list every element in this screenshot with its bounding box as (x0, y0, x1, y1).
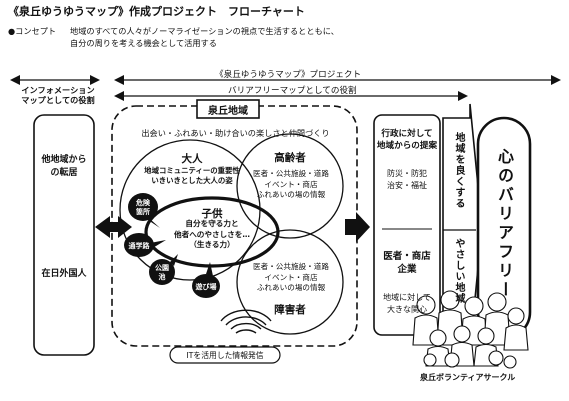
arrow-label-lower: やさしい地域 (453, 238, 464, 304)
doc-line-3: 地域に対して (383, 293, 431, 302)
foreign-residents: 在日外国人 (41, 269, 87, 279)
right-box (373, 114, 441, 336)
elderly-line-2: イベント・商店 (264, 179, 318, 189)
disabled-circle (236, 229, 344, 335)
bubble-play (192, 274, 220, 298)
bubble-play-label: 遊び場 (195, 283, 217, 291)
area-label-box (196, 99, 260, 119)
signal-icon (220, 309, 272, 334)
elderly-line-1: 医者・公共施設・道路 (253, 169, 329, 178)
big-arrow-area-right (345, 212, 370, 242)
children-oval (144, 196, 280, 268)
bubble-park-line-2: 池 (158, 272, 166, 281)
doc-line-2: 企業 (397, 264, 417, 275)
disabled-desc: 医者・公共施設・道路 イベント・商店 ふれあいの場の情報 (245, 262, 337, 294)
arrow-label-upper: 地域を良くする (453, 132, 464, 209)
disabled-line-1: 医者・公共施設・道路 (253, 262, 329, 271)
bubble-danger-line-1: 危険 (136, 199, 150, 207)
big-arrow-left-area (95, 216, 132, 238)
left-box (33, 114, 95, 356)
doc-line-1: 医者・商店 (383, 251, 431, 262)
gov-proposal: 行政に対して 地域からの提案 (374, 128, 440, 152)
elderly-line-3: ふれあいの場の情報 (256, 190, 326, 199)
concept-line-1: 地域のすべての人々がノーマライゼーションの視点で生活するとともに、 (70, 26, 339, 36)
doctors-shops: 医者・商店 企業 (374, 250, 440, 276)
info-map-role: インフォメーション マップとしての役割 (18, 85, 98, 105)
barrier-free-arrow-right (458, 91, 468, 101)
from-other-line-2: の転居 (50, 168, 78, 178)
gov-line-1: 行政に対して (381, 129, 433, 139)
adults-line-2: いきいきとした大人の姿 (151, 176, 233, 185)
children-desc: 自分を守る力と 他者へのやさしさを… （生きる力） (160, 219, 264, 251)
concept-label: ●コンセプト (8, 26, 57, 36)
info-map-role-line-1: インフォメーション (21, 85, 95, 95)
disabled-line-2: イベント・商店 (264, 272, 318, 282)
gov-line-2: 地域からの提案 (376, 141, 438, 151)
area-motto: 出会い・ふれあい・助け合いの楽しさと仲間づくり (141, 128, 330, 138)
bubble-park (149, 259, 175, 285)
adults-desc: 地域コミュニティーの重要性 いきいきとした大人の姿 (138, 166, 246, 186)
doc-line-4: 大きな関心 (387, 305, 427, 314)
children-line-3: （生きる力） (189, 240, 235, 249)
page-title: 《泉丘ゆうゆうマップ》作成プロジェクト フローチャート (8, 5, 305, 18)
concept: ●コンセプト 地域のすべての人々がノーマライゼーションの視点で生活するとともに、自… (8, 25, 339, 49)
from-other-line-1: 他地域から (41, 155, 87, 165)
it-label: ITを活用した情報発信 (186, 351, 264, 360)
elderly-circle (236, 133, 344, 239)
elderly-desc: 医者・公共施設・道路 イベント・商店 ふれあいの場の情報 (245, 169, 337, 201)
bubble-park-label: 公園 池 (149, 264, 175, 281)
barrier-free-arrow-left (114, 91, 124, 101)
gov-line-3: 防災・防犯 (387, 169, 427, 178)
from-other-region: 他地域から の転居 (34, 154, 94, 180)
project-header: 《泉丘ゆうゆうマップ》プロジェクト (215, 70, 362, 80)
info-map-arrow-left (10, 75, 20, 85)
bubble-school-road-label: 通学路 (128, 242, 150, 250)
bubble-danger-line-2: 箇所 (136, 207, 150, 216)
bubble-danger (128, 193, 158, 221)
info-map-role-line-2: マップとしての役割 (21, 95, 95, 105)
children-title: 子供 (201, 208, 223, 220)
info-map-arrow-right (90, 75, 100, 85)
gov-line-4: 治安・福祉 (387, 181, 427, 190)
children-line-1: 自分を守る力と (185, 219, 239, 228)
concept-line-2: 自分の周りを考える機会として活用する (70, 38, 217, 48)
elderly-title: 高齢者 (274, 152, 306, 164)
barrier-free-header: バリアフリーマップとしての役割 (228, 86, 357, 96)
disabled-title: 障害者 (274, 304, 306, 316)
result-label: 心のバリアフリー (495, 148, 514, 300)
project-span-arrow-right (551, 75, 561, 85)
children-line-2: 他者へのやさしさを… (174, 229, 250, 239)
adults-title: 大人 (181, 153, 203, 165)
bubble-school-road (124, 233, 154, 257)
bubble-park-line-1: 公園 (155, 264, 169, 272)
volunteers-illustration (412, 290, 529, 369)
gov-topics: 防災・防犯 治安・福祉 (374, 168, 440, 192)
doctors-interest: 地域に対して 大きな関心 (374, 292, 440, 316)
bubble-danger-label: 危険 箇所 (128, 199, 158, 216)
project-span-arrow-left (114, 75, 124, 85)
it-box (169, 346, 281, 364)
adults-line-1: 地域コミュニティーの重要性 (144, 166, 240, 175)
volunteer-circle-name: 泉丘ボランティアサークル (420, 373, 516, 382)
area-label: 泉丘地域 (208, 106, 248, 117)
disabled-line-3: ふれあいの場の情報 (256, 283, 326, 292)
